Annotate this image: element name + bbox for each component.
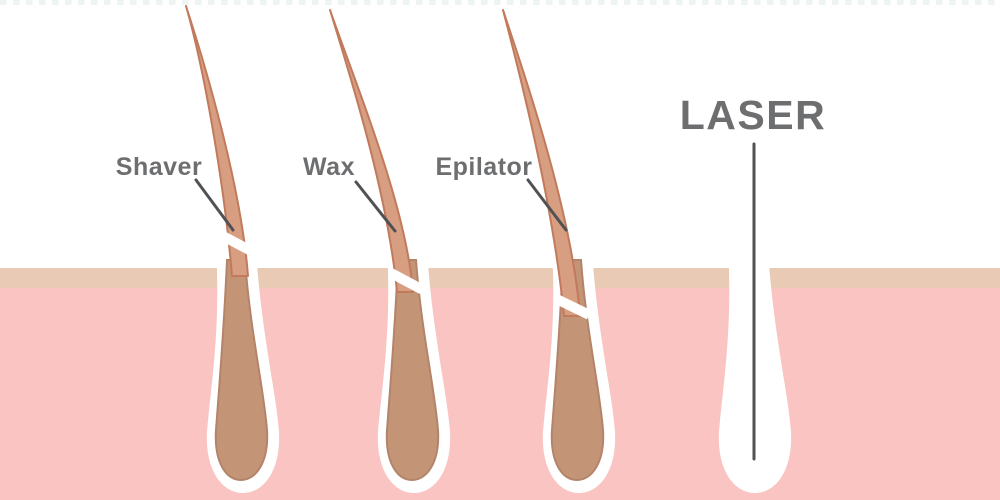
cut-gap-shaver: [219, 231, 257, 257]
skin-cross-section: [0, 268, 1000, 500]
method-shaver: Shaver: [116, 5, 280, 493]
hair-shaft-wax: [329, 9, 414, 293]
shaver-label: Shaver: [116, 153, 202, 181]
method-wax: Wax: [303, 9, 451, 493]
skin-surface-band: [0, 268, 1000, 288]
skin-dermis: [0, 288, 1000, 500]
laser-label: LASER: [680, 92, 826, 138]
leader-line-shaver: [194, 178, 235, 232]
top-dashed-strip: [0, 0, 1000, 5]
hair-root-wax: [385, 259, 440, 482]
leader-line-epilator: [526, 178, 568, 232]
wax-label: Wax: [303, 153, 355, 181]
method-epilator: Epilator: [435, 9, 616, 493]
hair-root-shaver: [214, 259, 269, 482]
cut-gap-epilator: [554, 294, 592, 320]
leader-line-wax: [354, 180, 397, 233]
cut-gap-wax: [387, 268, 425, 294]
hair-shaft-shaver: [185, 5, 249, 277]
epilator-label: Epilator: [435, 153, 532, 181]
method-laser: LASER: [680, 92, 826, 493]
